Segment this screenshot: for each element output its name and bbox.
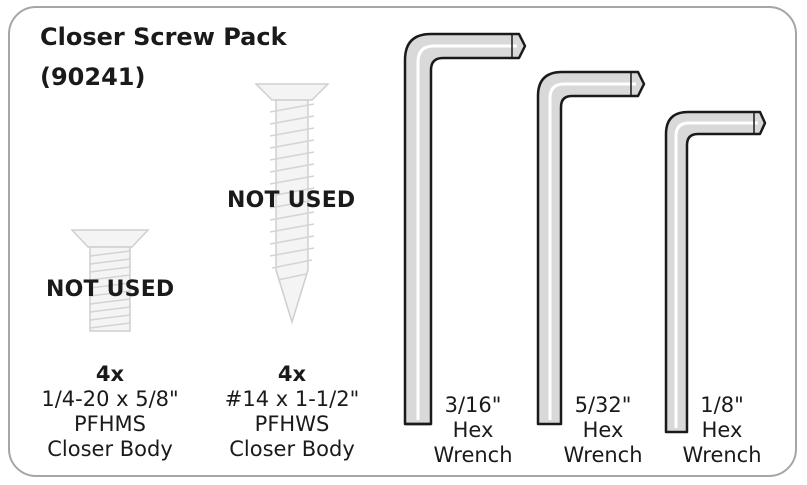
machine-screw-caption: 4x 1/4-20 x 5/8" PFHMS Closer Body xyxy=(30,362,190,462)
wood-screw-use: Closer Body xyxy=(229,437,355,461)
machine-screw-status: NOT USED xyxy=(46,277,175,302)
wrench-5-32-line3: Wrench xyxy=(563,443,643,467)
machine-screw-size: 1/4-20 x 5/8" xyxy=(41,387,179,411)
wrench-1-8-line2: Hex xyxy=(701,418,743,442)
wood-screw-size: #14 x 1-1/2" xyxy=(224,387,360,411)
machine-screw-icon xyxy=(70,229,150,332)
wrench-5-32-size: 5/32" xyxy=(574,393,632,417)
wood-screw-type: PFHWS xyxy=(254,412,330,436)
wood-screw-status: NOT USED xyxy=(227,188,356,213)
screw-pack-card xyxy=(8,6,797,477)
wrench-1-8-line3: Wrench xyxy=(682,443,762,467)
machine-screw-type: PFHMS xyxy=(74,412,146,436)
hex-wrench-3-16-icon xyxy=(403,32,527,426)
wood-screw-caption: 4x #14 x 1-1/2" PFHWS Closer Body xyxy=(210,362,374,462)
wrench-5-32-caption: 5/32" Hex Wrench xyxy=(552,393,654,468)
hex-wrench-5-32-icon xyxy=(536,70,646,426)
wrench-3-16-size: 3/16" xyxy=(444,393,502,417)
pack-title: Closer Screw Pack xyxy=(40,23,287,51)
wrench-1-8-caption: 1/8" Hex Wrench xyxy=(670,393,774,468)
wood-screw-icon xyxy=(254,83,330,325)
machine-screw-quantity: 4x xyxy=(95,362,125,386)
pack-part-number: (90241) xyxy=(40,63,146,91)
wood-screw-quantity: 4x xyxy=(277,362,307,386)
machine-screw-use: Closer Body xyxy=(47,437,173,461)
wrench-3-16-line2: Hex xyxy=(452,418,494,442)
hex-wrench-1-8-icon xyxy=(664,110,767,434)
wrench-3-16-line3: Wrench xyxy=(433,443,513,467)
wrench-1-8-size: 1/8" xyxy=(700,393,744,417)
wrench-5-32-line2: Hex xyxy=(582,418,624,442)
wrench-3-16-caption: 3/16" Hex Wrench xyxy=(422,393,524,468)
